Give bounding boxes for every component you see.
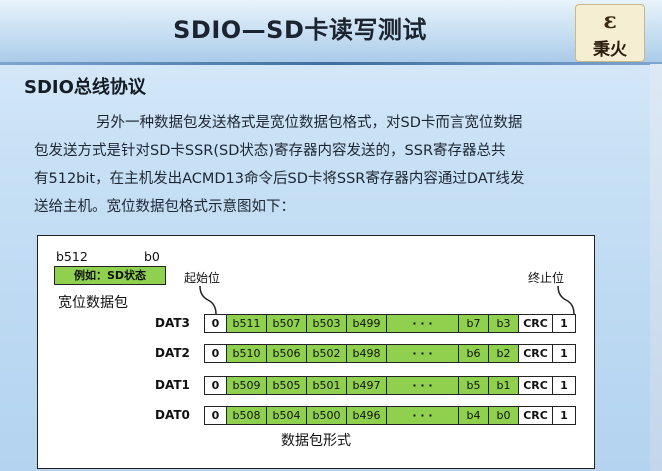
bit-cell: 1 [553, 315, 575, 332]
bit-cell: · · · [387, 315, 459, 332]
bit-cell: 1 [553, 407, 575, 424]
lane-label-dat1: DAT1 [155, 378, 190, 392]
bit-cell: b499 [347, 315, 387, 332]
brand-logo: ε 秉火 [575, 4, 645, 62]
bracket-curves [199, 285, 575, 315]
flame-icon: ε [603, 8, 617, 34]
bit-cell: 0 [205, 407, 227, 424]
header-divider [0, 62, 662, 65]
bit-cell: b505 [267, 377, 307, 394]
bit-cell: b3 [489, 315, 519, 332]
bit-cell: b0 [489, 407, 519, 424]
bit-low-label: b0 [144, 249, 160, 264]
bit-cell: b498 [347, 345, 387, 362]
slide-header: SDIO—SD卡读写测试 ε 秉火 [0, 0, 662, 64]
lane-label-dat0: DAT0 [155, 408, 190, 422]
lane-label-dat2: DAT2 [155, 346, 190, 360]
bit-cell: b509 [227, 377, 267, 394]
bit-cell: b1 [489, 377, 519, 394]
bit-cell: CRC [519, 377, 553, 394]
bit-cell: b7 [459, 315, 489, 332]
bit-cell: b5 [459, 377, 489, 394]
bit-cell: b502 [307, 345, 347, 362]
bit-cell: 1 [553, 345, 575, 362]
bit-cell: b511 [227, 315, 267, 332]
bit-cell: · · · [387, 377, 459, 394]
bit-cell: b501 [307, 377, 347, 394]
section-heading: SDIO总线协议 [24, 77, 146, 98]
bit-cell: 0 [205, 315, 227, 332]
body-line: 送给主机。宽位数据包格式示意图如下： [34, 199, 295, 215]
bit-cell: 0 [205, 377, 227, 394]
slide-title: SDIO—SD卡读写测试 [173, 16, 427, 44]
example-box: 例如：SD状态 [54, 266, 166, 285]
bit-cell: b508 [227, 407, 267, 424]
bit-cell: · · · [387, 345, 459, 362]
bit-cell: CRC [519, 345, 553, 362]
bit-cell: CRC [519, 315, 553, 332]
logo-text: 秉火 [593, 40, 627, 60]
bit-cell: b6 [459, 345, 489, 362]
bit-high-label: b512 [56, 249, 88, 264]
body-line: 包发送方式是针对SD卡SSR(SD状态)寄存器内容发送的，SSR寄存器总共 [34, 143, 506, 159]
diagram-caption: 数据包形式 [281, 433, 351, 449]
body-paragraph: 另外一种数据包发送格式是宽位数据包格式，对SD卡而言宽位数据 包发送方式是针对S… [34, 109, 594, 221]
bit-cell: b507 [267, 315, 307, 332]
bit-cell: b496 [347, 407, 387, 424]
bit-cell: b4 [459, 407, 489, 424]
bit-cell: b497 [347, 377, 387, 394]
end-bit-label: 终止位 [528, 271, 565, 285]
body-line: 有512bit，在主机发出ACMD13命令后SD卡将SSR寄存器内容通过DAT线… [34, 171, 525, 187]
body-line: 另外一种数据包发送格式是宽位数据包格式，对SD卡而言宽位数据 [96, 115, 523, 131]
lane-label-dat3: DAT3 [155, 316, 190, 330]
bit-cell: b500 [307, 407, 347, 424]
bit-cell: 1 [553, 377, 575, 394]
right-edge-strip [650, 64, 662, 471]
bit-cell: b504 [267, 407, 307, 424]
start-bit-label: 起始位 [184, 271, 221, 285]
bit-cell: b2 [489, 345, 519, 362]
bit-cell: b506 [267, 345, 307, 362]
bit-cell: · · · [387, 407, 459, 424]
bit-cell: b510 [227, 345, 267, 362]
bit-cell: 0 [205, 345, 227, 362]
bit-cell: CRC [519, 407, 553, 424]
wide-packet-label: 宽位数据包 [58, 295, 128, 311]
bit-cell: b503 [307, 315, 347, 332]
